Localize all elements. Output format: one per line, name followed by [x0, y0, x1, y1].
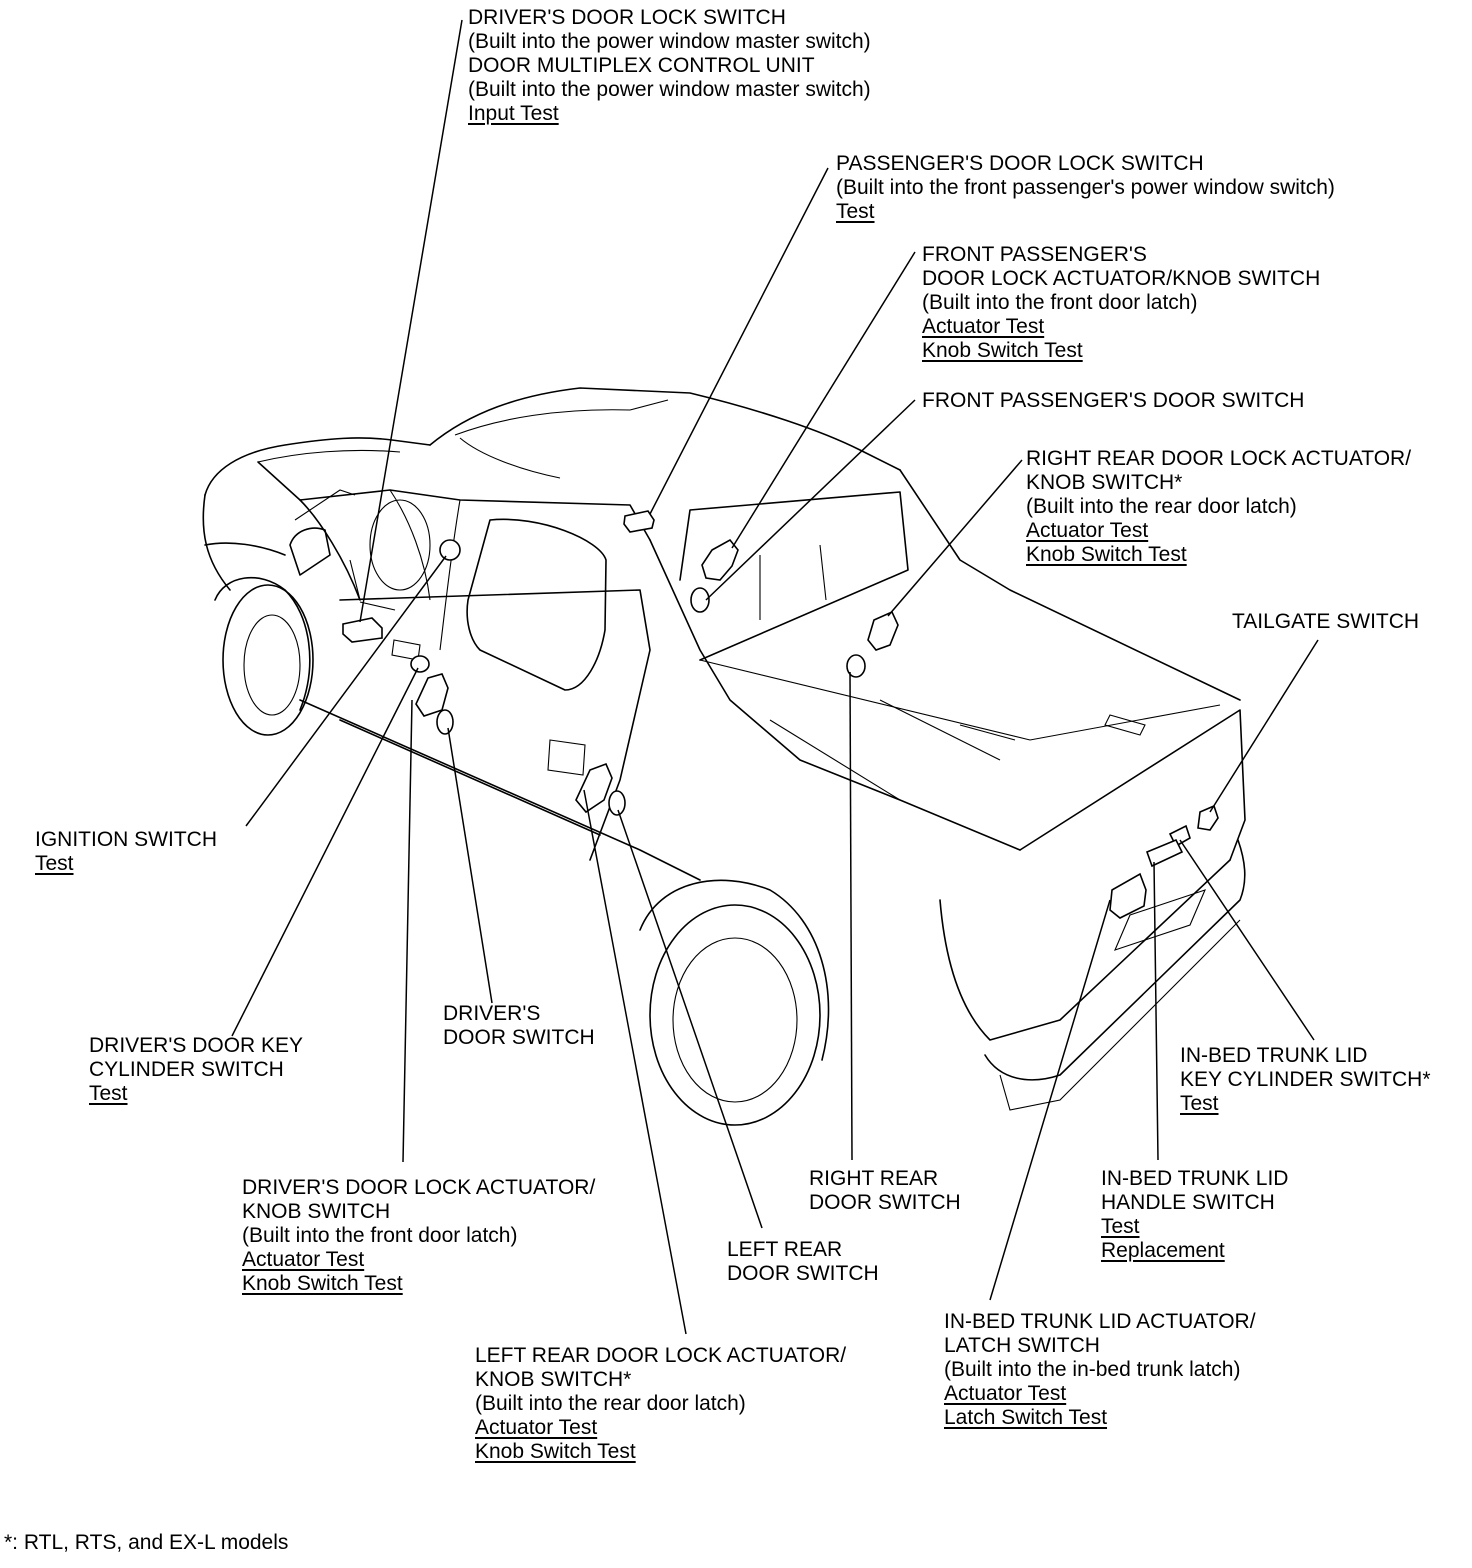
trunk-actuator-part [1109, 872, 1147, 919]
knob-switch-test-link[interactable]: Knob Switch Test [475, 1440, 636, 1463]
actuator-test-link[interactable]: Actuator Test [922, 315, 1045, 338]
callout-line: (Built into the in-bed trunk latch) [944, 1358, 1241, 1381]
callout-line: RIGHT REAR [809, 1167, 939, 1190]
drivers-door-key-cylinder-part [410, 655, 430, 673]
front-passenger-actuator-part [701, 538, 739, 581]
test-link[interactable]: Test [89, 1082, 128, 1105]
callout-line: IN-BED TRUNK LID [1180, 1044, 1368, 1067]
right-rear-actuator-part [867, 610, 899, 651]
input-test-link[interactable]: Input Test [468, 102, 559, 125]
drivers-door-lock-switch-part [342, 617, 383, 643]
callout-line: (Built into the front passenger's power … [836, 176, 1335, 199]
callout-drivers-door-switch: DRIVER'S DOOR SWITCH [443, 1002, 595, 1050]
callout-line: KNOB SWITCH [242, 1200, 391, 1223]
ignition-switch-part [439, 539, 461, 561]
callout-line: LEFT REAR DOOR LOCK ACTUATOR/ [475, 1344, 847, 1367]
actuator-test-link[interactable]: Actuator Test [242, 1248, 365, 1271]
replacement-link[interactable]: Replacement [1101, 1239, 1225, 1262]
callout-line: TAILGATE SWITCH [1232, 610, 1420, 633]
callout-line: KEY CYLINDER SWITCH* [1180, 1068, 1431, 1091]
actuator-test-link[interactable]: Actuator Test [1026, 519, 1149, 542]
callout-passengers-door-lock-switch: PASSENGER'S DOOR LOCK SWITCH (Built into… [836, 152, 1335, 224]
test-link[interactable]: Test [836, 200, 875, 223]
callout-front-passengers-actuator: FRONT PASSENGER'S DOOR LOCK ACTUATOR/KNO… [922, 243, 1320, 363]
front-passenger-door-switch-part [690, 587, 710, 613]
tailgate-switch-part [1197, 804, 1219, 831]
actuator-test-link[interactable]: Actuator Test [944, 1382, 1067, 1405]
callout-line: LEFT REAR [727, 1238, 843, 1261]
callout-line: LATCH SWITCH [944, 1334, 1100, 1357]
callout-line: (Built into the power window master swit… [468, 30, 871, 53]
footnote: *: RTL, RTS, and EX-L models [4, 1531, 289, 1554]
test-link[interactable]: Test [35, 852, 74, 875]
components [342, 510, 1219, 919]
callout-line: HANDLE SWITCH [1101, 1191, 1275, 1214]
truck-illustration [202, 387, 1246, 1126]
callout-trunk-handle-switch: IN-BED TRUNK LID HANDLE SWITCH Test Repl… [1101, 1167, 1288, 1263]
callout-line: CYLINDER SWITCH [89, 1058, 284, 1081]
callout-ignition-switch: IGNITION SWITCH Test [35, 828, 217, 876]
right-rear-door-switch-part [846, 654, 866, 678]
callout-drivers-key-cylinder: DRIVER'S DOOR KEY CYLINDER SWITCH Test [89, 1034, 303, 1106]
left-rear-door-switch-part [608, 790, 626, 816]
drivers-door-switch-part [436, 709, 454, 735]
knob-switch-test-link[interactable]: Knob Switch Test [242, 1272, 403, 1295]
callout-line: FRONT PASSENGER'S DOOR SWITCH [922, 389, 1305, 412]
callout-line: DOOR MULTIPLEX CONTROL UNIT [468, 54, 815, 77]
callout-line: DOOR LOCK ACTUATOR/KNOB SWITCH [922, 267, 1321, 290]
callout-line: DRIVER'S DOOR LOCK SWITCH [468, 6, 786, 29]
actuator-test-link[interactable]: Actuator Test [475, 1416, 598, 1439]
callout-line: DRIVER'S [443, 1002, 541, 1025]
passengers-door-lock-switch-part [623, 510, 655, 533]
callout-line: PASSENGER'S DOOR LOCK SWITCH [836, 152, 1204, 175]
callout-left-rear-door-switch: LEFT REAR DOOR SWITCH [727, 1238, 879, 1286]
callout-trunk-key-cylinder: IN-BED TRUNK LID KEY CYLINDER SWITCH* Te… [1180, 1044, 1431, 1116]
left-rear-actuator-part [575, 762, 613, 814]
callout-line: (Built into the rear door latch) [1026, 495, 1297, 518]
latch-switch-test-link[interactable]: Latch Switch Test [944, 1406, 1108, 1429]
callout-trunk-actuator: IN-BED TRUNK LID ACTUATOR/ LATCH SWITCH … [944, 1310, 1256, 1430]
callout-line: (Built into the front door latch) [922, 291, 1198, 314]
trunk-handle-switch-part [1145, 838, 1184, 868]
callout-drivers-door-lock-switch: DRIVER'S DOOR LOCK SWITCH (Built into th… [468, 6, 871, 126]
callout-line: DOOR SWITCH [809, 1191, 961, 1214]
callout-right-rear-actuator: RIGHT REAR DOOR LOCK ACTUATOR/ KNOB SWIT… [1026, 447, 1411, 567]
callout-line: IN-BED TRUNK LID [1101, 1167, 1289, 1190]
callout-right-rear-door-switch: RIGHT REAR DOOR SWITCH [809, 1167, 961, 1215]
callout-front-passengers-door-switch: FRONT PASSENGER'S DOOR SWITCH [922, 389, 1304, 413]
callout-line: DRIVER'S DOOR LOCK ACTUATOR/ [242, 1176, 596, 1199]
callout-line: IN-BED TRUNK LID ACTUATOR/ [944, 1310, 1256, 1333]
callout-left-rear-actuator: LEFT REAR DOOR LOCK ACTUATOR/ KNOB SWITC… [475, 1344, 846, 1464]
callout-line: (Built into the rear door latch) [475, 1392, 746, 1415]
callout-line: KNOB SWITCH* [1026, 471, 1183, 494]
callout-line: DOOR SWITCH [727, 1262, 879, 1285]
callout-tailgate-switch: TAILGATE SWITCH [1232, 610, 1419, 634]
callout-line: DRIVER'S DOOR KEY [89, 1034, 304, 1057]
leader-lines [231, 19, 1319, 1335]
callout-line: KNOB SWITCH* [475, 1368, 632, 1391]
test-link[interactable]: Test [1101, 1215, 1140, 1238]
callout-line: IGNITION SWITCH [35, 828, 217, 851]
knob-switch-test-link[interactable]: Knob Switch Test [922, 339, 1083, 362]
test-link[interactable]: Test [1180, 1092, 1219, 1115]
callout-line: FRONT PASSENGER'S [922, 243, 1147, 266]
callout-line: (Built into the power window master swit… [468, 78, 871, 101]
callout-line: RIGHT REAR DOOR LOCK ACTUATOR/ [1026, 447, 1412, 470]
callout-drivers-actuator: DRIVER'S DOOR LOCK ACTUATOR/ KNOB SWITCH… [242, 1176, 595, 1296]
callout-line: DOOR SWITCH [443, 1026, 595, 1049]
knob-switch-test-link[interactable]: Knob Switch Test [1026, 543, 1187, 566]
callout-line: (Built into the front door latch) [242, 1224, 518, 1247]
